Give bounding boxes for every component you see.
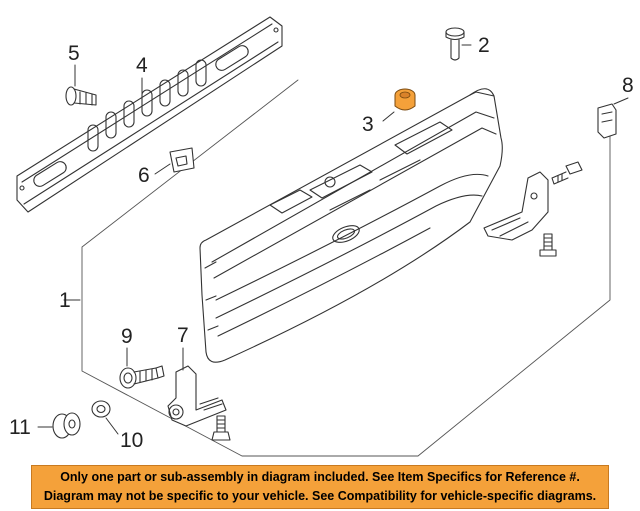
callout-4: 4	[136, 54, 148, 77]
callout-6: 6	[138, 164, 150, 187]
bolt-right-upper	[551, 161, 583, 185]
bolt-right-lower	[539, 233, 557, 257]
nut-3-highlighted	[394, 88, 416, 111]
callout-7: 7	[177, 324, 189, 347]
left-hinge-bracket-7	[167, 365, 227, 427]
bushing-11	[52, 412, 81, 439]
tailgate-panel	[199, 88, 503, 363]
assembly-frame	[81, 79, 611, 457]
washer-10	[91, 400, 111, 418]
callout-10: 10	[120, 429, 143, 452]
bumper-8	[597, 103, 617, 139]
callout-labels: 1 2 3 4 5 6 7 8 9 10 11	[9, 34, 634, 452]
disclaimer-banner: Only one part or sub-assembly in diagram…	[31, 465, 609, 509]
callout-11: 11	[9, 416, 31, 439]
callout-1: 1	[59, 289, 71, 312]
disclaimer-line-1: Only one part or sub-assembly in diagram…	[60, 470, 580, 484]
disclaimer-line-2: Diagram may not be specific to your vehi…	[43, 489, 597, 503]
callout-3: 3	[362, 113, 374, 136]
bolt-2	[445, 27, 465, 61]
callout-8: 8	[622, 74, 634, 97]
clip-6	[169, 147, 195, 173]
right-hinge-bracket	[483, 171, 549, 241]
callout-5: 5	[68, 42, 80, 65]
leader-lines	[37, 44, 629, 435]
bolt-5	[65, 86, 97, 106]
callout-9: 9	[121, 325, 133, 348]
bolt-lower-left	[211, 415, 231, 441]
pivot-bolt-9	[119, 365, 165, 389]
callout-2: 2	[478, 34, 490, 57]
handle-molding	[16, 16, 283, 213]
